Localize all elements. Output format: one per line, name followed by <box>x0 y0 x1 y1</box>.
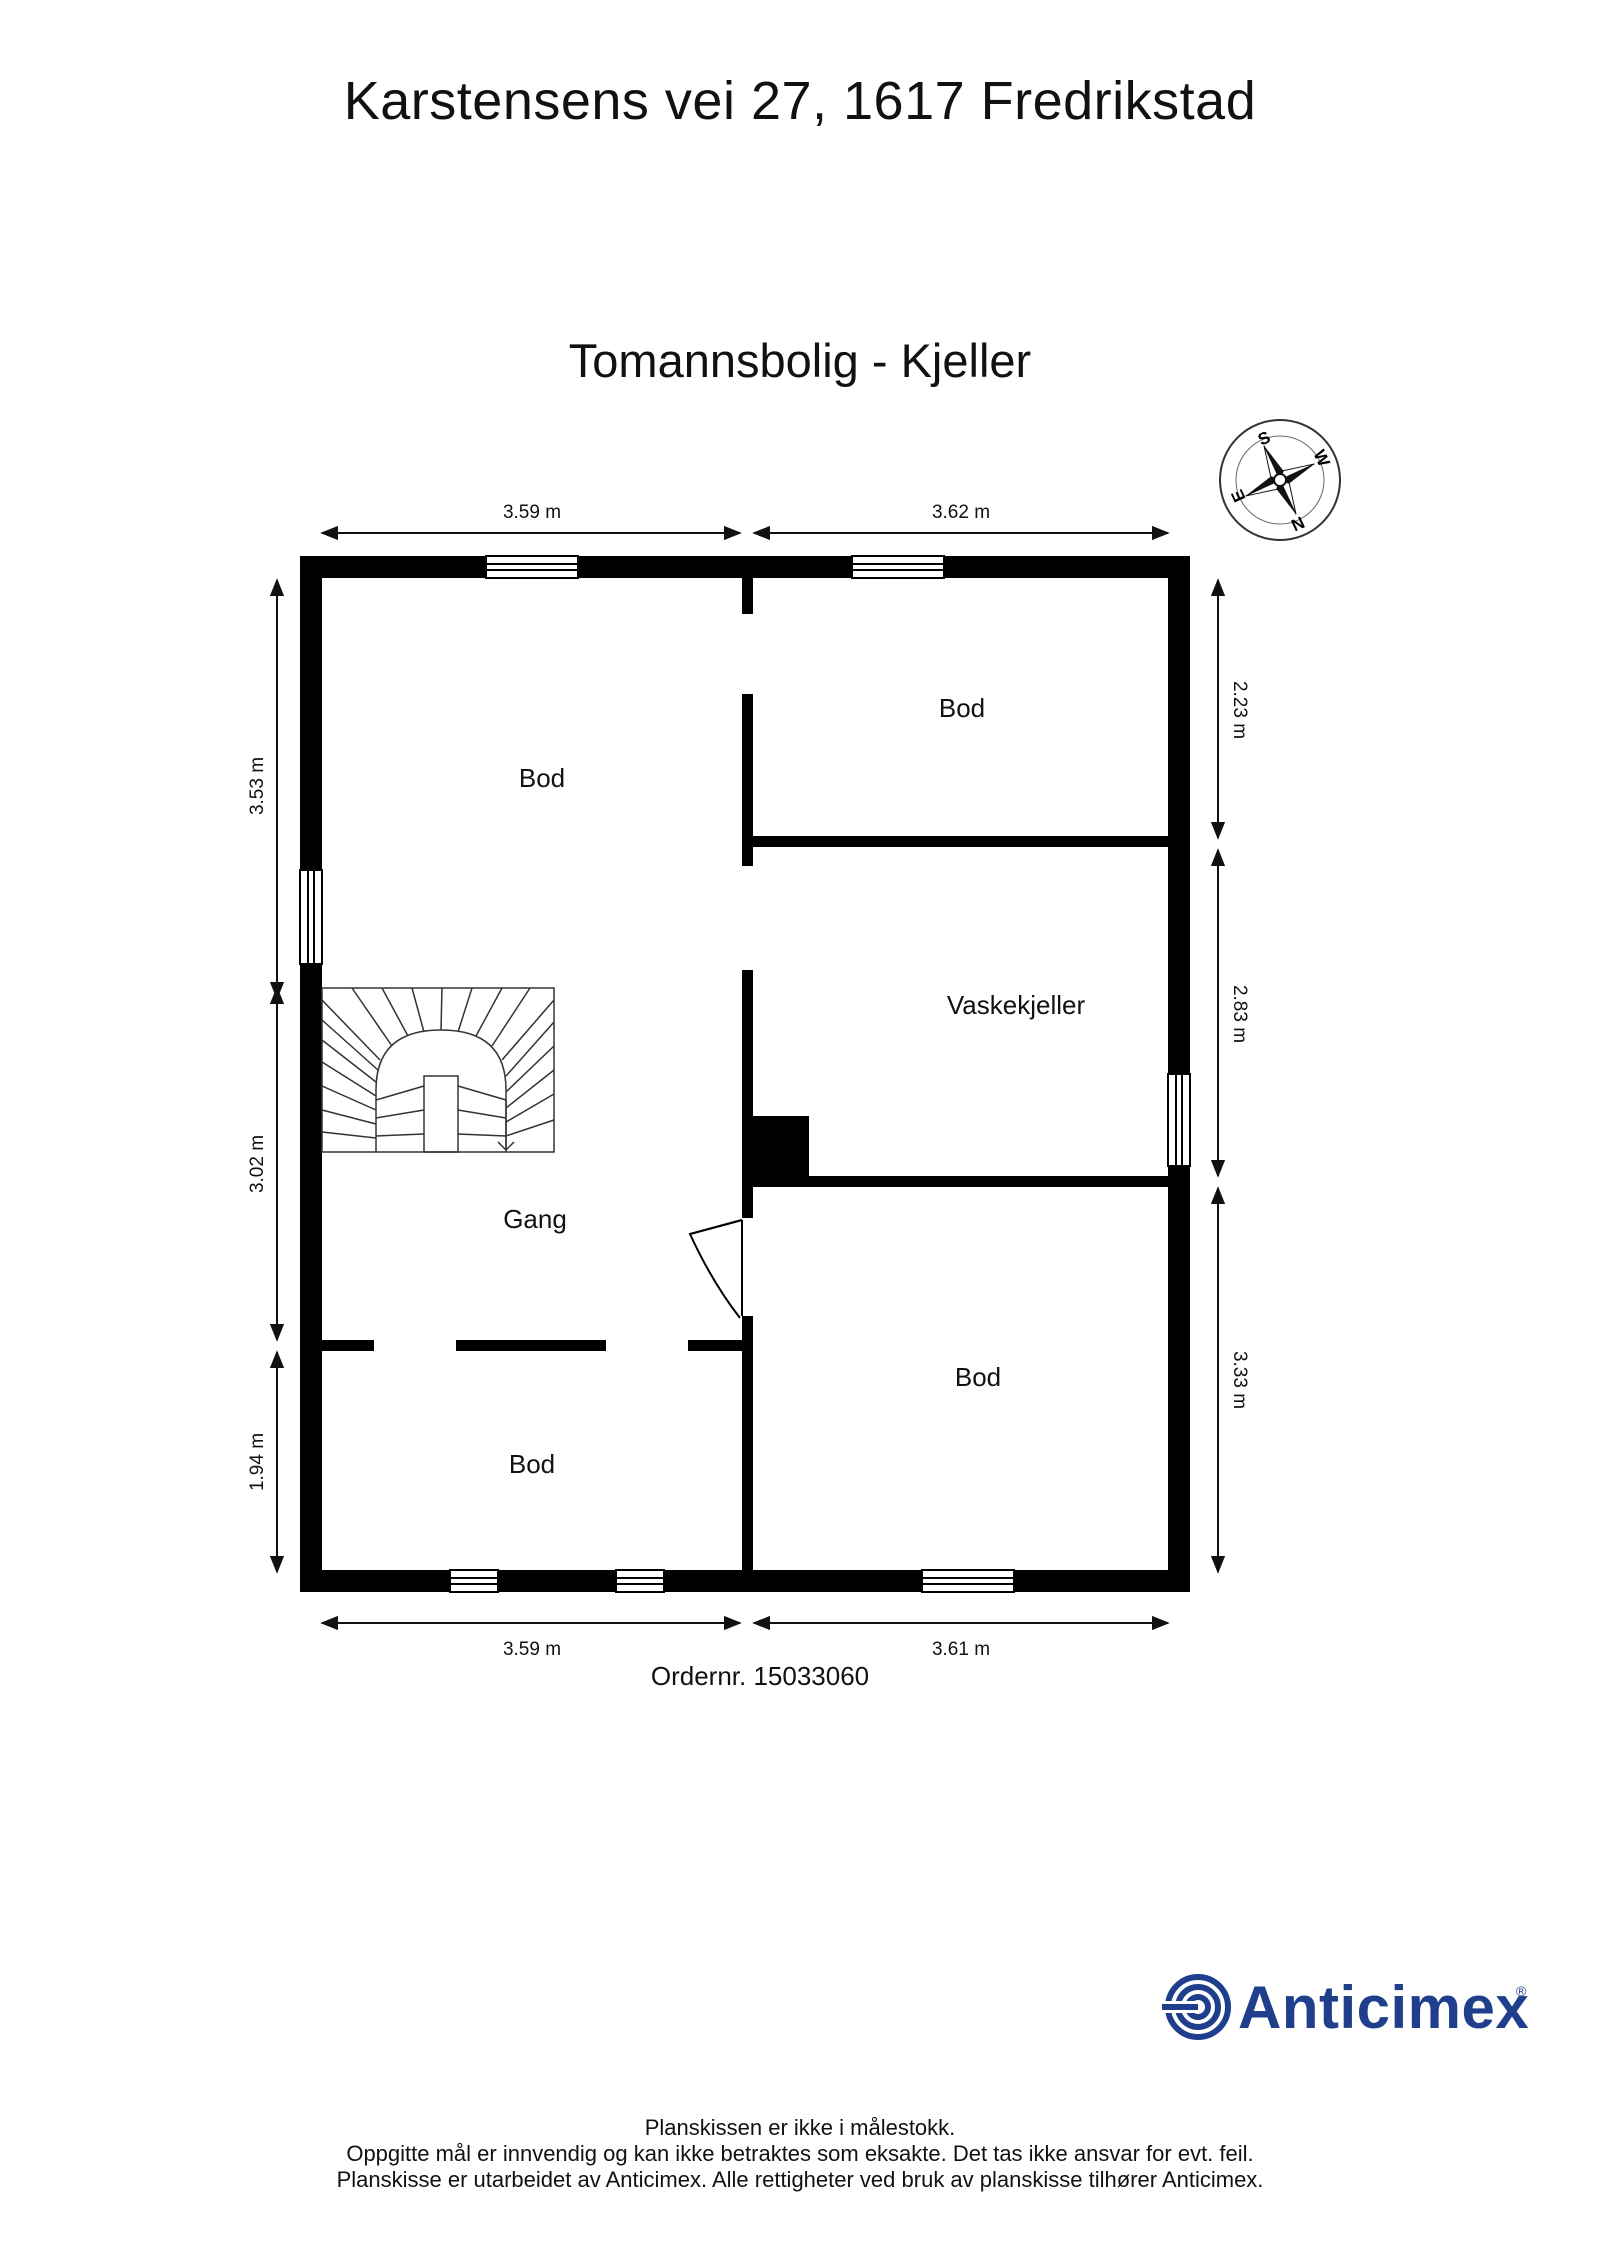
dim-left-lower: 1.94 m <box>247 1433 268 1491</box>
window-right <box>1167 1073 1191 1167</box>
dim-top-left: 3.59 m <box>503 502 561 523</box>
dim-right-upper: 2.23 m <box>1229 681 1250 739</box>
compass-icon: S W N E <box>1219 419 1341 541</box>
compass-e-label: E <box>1227 487 1249 505</box>
floor-plan: S W N E <box>247 419 1341 1660</box>
staircase <box>321 987 555 1153</box>
exterior-walls <box>300 556 1190 1592</box>
windows <box>299 555 1191 1593</box>
room-vaskekjeller: Vaskekjeller <box>947 990 1086 1020</box>
order-number: Ordernr. 15033060 <box>650 1661 870 1691</box>
window-top-left <box>485 555 579 579</box>
disclaimer-line-3: Planskisse er utarbeidet av Anticimex. A… <box>336 2167 1264 2192</box>
window-bottom-3 <box>921 1569 1015 1593</box>
address-title: Karstensens vei 27, 1617 Fredrikstad <box>343 71 1257 131</box>
dimension-labels: 3.59 m 3.62 m 3.59 m 3.61 m 3.53 m 3.02 … <box>247 502 1250 1660</box>
room-gang: Gang <box>503 1204 567 1234</box>
compass-s-label: S <box>1255 427 1273 449</box>
window-bottom-1 <box>449 1569 499 1593</box>
chimney <box>753 1116 809 1176</box>
window-top-right <box>851 555 945 579</box>
dim-bottom-right: 3.61 m <box>932 1639 990 1660</box>
registered-mark: ® <box>1516 1983 1527 1999</box>
disclaimer: Planskissen er ikke i målestokk. Oppgitt… <box>0 2115 1600 2193</box>
anticimex-logo-icon <box>1160 1974 1231 2040</box>
room-bod-bottom-left: Bod <box>509 1449 555 1479</box>
dim-right-lower: 3.33 m <box>1229 1351 1250 1409</box>
window-bottom-2 <box>615 1569 665 1593</box>
dim-left-upper: 3.53 m <box>247 757 268 815</box>
plan-title: Tomannsbolig - Kjeller <box>568 334 1032 387</box>
dim-bottom-left: 3.59 m <box>503 1639 561 1660</box>
dim-left-middle: 3.02 m <box>247 1135 268 1193</box>
anticimex-logo-text: Anticimex <box>1238 1974 1530 2041</box>
room-bod-top-left: Bod <box>519 763 565 793</box>
dimension-lines <box>269 525 1226 1631</box>
room-bod-top-right: Bod <box>939 693 985 723</box>
room-bod-bottom-right: Bod <box>955 1362 1001 1392</box>
disclaimer-line-2: Oppgitte mål er innvendig og kan ikke be… <box>346 2141 1254 2166</box>
dim-top-right: 3.62 m <box>932 502 990 523</box>
room-labels: Bod Bod Vaskekjeller Gang Bod Bod <box>503 693 1085 1479</box>
interior-walls <box>322 578 1168 1570</box>
dim-right-middle: 2.83 m <box>1229 985 1250 1043</box>
window-left <box>299 869 323 965</box>
disclaimer-line-1: Planskissen er ikke i målestokk. <box>644 2115 956 2140</box>
compass-n-label: N <box>1288 512 1307 534</box>
door <box>688 1219 743 1319</box>
anticimex-logo: Anticimex ® <box>1160 1965 1540 2055</box>
